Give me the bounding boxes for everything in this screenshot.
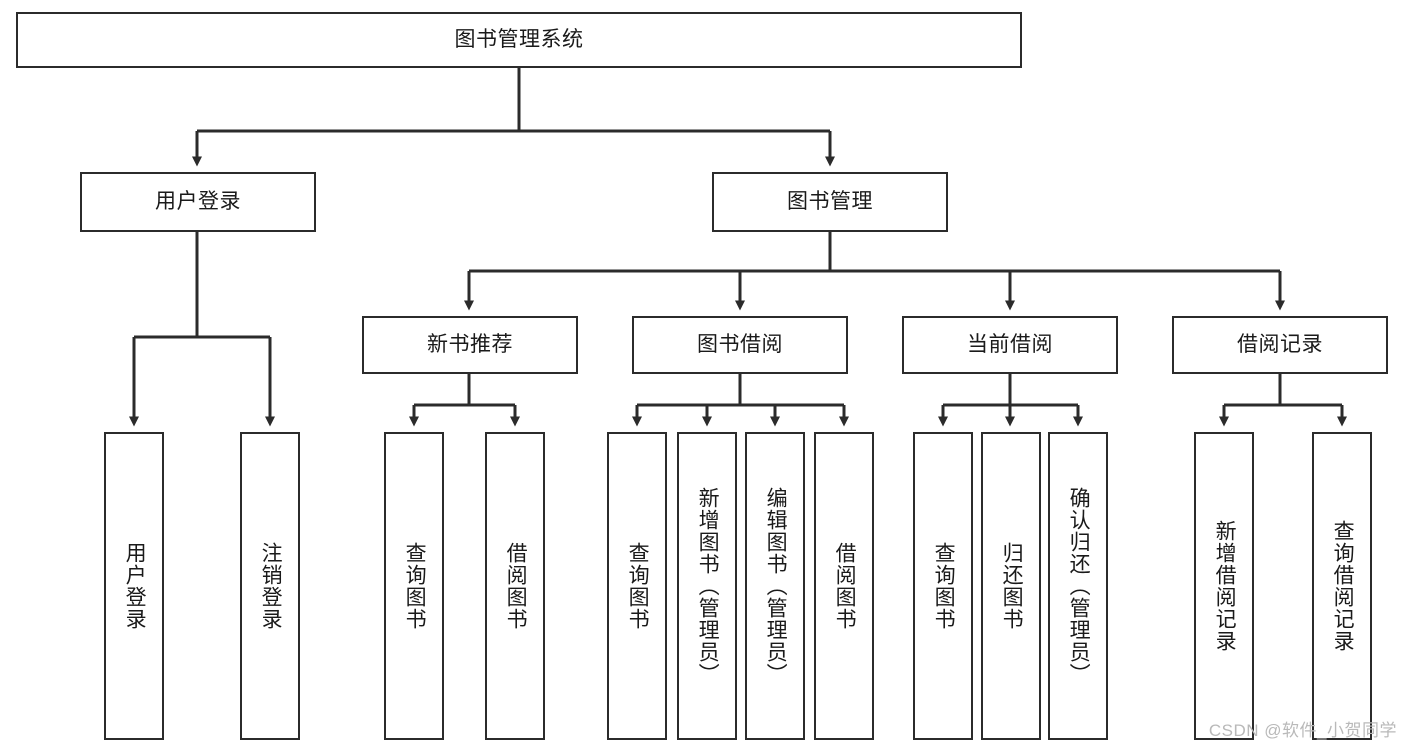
leaf-book-borrow-add[interactable]: 新增图书（管理员） [677,432,737,740]
node-user-login[interactable]: 用户登录 [80,172,316,232]
node-label: 新增借阅记录 [1213,520,1237,652]
node-label: 借阅图书 [833,542,857,630]
node-label: 查询图书 [932,542,956,630]
node-label: 当前借阅 [967,332,1053,356]
node-label: 图书借阅 [697,332,783,356]
node-label: 新书推荐 [427,332,513,356]
node-label: 注销登录 [259,542,283,630]
node-label: 查询图书 [403,542,427,630]
leaf-borrow-record-add[interactable]: 新增借阅记录 [1194,432,1254,740]
node-label: 确认归还（管理员） [1067,487,1091,685]
node-root-system[interactable]: 图书管理系统 [16,12,1022,68]
leaf-borrow-record-query[interactable]: 查询借阅记录 [1312,432,1372,740]
node-label: 图书管理 [787,189,873,213]
leaf-user-login-logout[interactable]: 注销登录 [240,432,300,740]
node-label: 图书管理系统 [454,27,584,51]
leaf-current-borrow-confirm-return[interactable]: 确认归还（管理员） [1048,432,1108,740]
node-label: 用户登录 [155,189,241,213]
node-label: 新增图书（管理员） [696,487,720,685]
leaf-book-borrow-borrow[interactable]: 借阅图书 [814,432,874,740]
node-label: 借阅记录 [1237,332,1323,356]
node-book-borrow[interactable]: 图书借阅 [632,316,848,374]
node-label: 编辑图书（管理员） [764,487,788,685]
leaf-current-borrow-return[interactable]: 归还图书 [981,432,1041,740]
node-label: 用户登录 [123,542,147,630]
node-label: 归还图书 [1000,542,1024,630]
node-label: 借阅图书 [504,542,528,630]
node-current-borrow[interactable]: 当前借阅 [902,316,1118,374]
leaf-user-login-login[interactable]: 用户登录 [104,432,164,740]
node-label: 查询借阅记录 [1331,520,1355,652]
node-book-management[interactable]: 图书管理 [712,172,948,232]
node-new-book-recommend[interactable]: 新书推荐 [362,316,578,374]
leaf-new-book-query[interactable]: 查询图书 [384,432,444,740]
node-label: 查询图书 [626,542,650,630]
leaf-current-borrow-query[interactable]: 查询图书 [913,432,973,740]
leaf-book-borrow-edit[interactable]: 编辑图书（管理员） [745,432,805,740]
node-borrow-record[interactable]: 借阅记录 [1172,316,1388,374]
csdn-watermark: CSDN @软件_小贺同学 [1208,721,1397,740]
leaf-new-book-borrow[interactable]: 借阅图书 [485,432,545,740]
leaf-book-borrow-query[interactable]: 查询图书 [607,432,667,740]
